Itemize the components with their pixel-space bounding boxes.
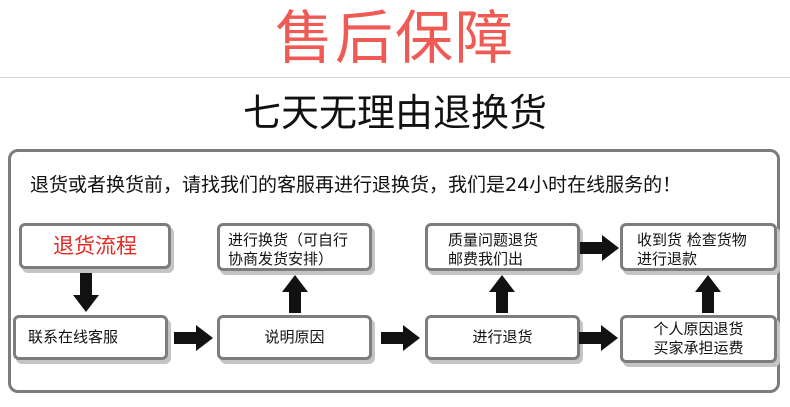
node-exchange: 进行换货（可自行 协商发货安排） <box>217 223 372 271</box>
intro-text: 退货或者换货前，请找我们的客服再进行退换货，我们是24小时在线服务的！ <box>30 174 682 196</box>
arrow-down-icon <box>73 273 99 313</box>
arrow-right-icon <box>579 325 619 351</box>
page-subtitle: 七天无理由退换货 <box>242 91 547 135</box>
node-personal-reason-line-2: 买家承担运费 <box>653 339 744 357</box>
page-title: 售后保障 <box>274 4 515 72</box>
node-return-goods-line-1: 进行退货 <box>472 328 533 346</box>
node-exchange-line-1: 进行换货（可自行 <box>228 231 349 249</box>
node-contact-service: 联系在线客服 <box>13 315 168 360</box>
node-receive-refund-line-2: 进行退款 <box>637 250 698 268</box>
node-receive-refund: 收到货 检查货物 进行退款 <box>620 223 777 271</box>
node-quality-issue: 质量问题退货 邮费我们出 <box>425 223 580 271</box>
title-divider <box>0 77 790 78</box>
arrow-right-icon <box>174 325 214 351</box>
node-quality-issue-line-2: 邮费我们出 <box>448 250 524 268</box>
arrow-up-icon <box>695 275 721 313</box>
node-contact-service-line-1: 联系在线客服 <box>28 328 119 346</box>
arrow-up-icon <box>489 275 515 313</box>
node-explain-reason: 说明原因 <box>217 315 372 360</box>
node-return-process: 退货流程 <box>19 223 171 269</box>
node-personal-reason-line-1: 个人原因退货 <box>653 320 744 338</box>
arrow-right-icon <box>580 235 620 261</box>
node-explain-reason-line-1: 说明原因 <box>264 328 325 346</box>
node-quality-issue-line-1: 质量问题退货 <box>448 231 539 249</box>
node-personal-reason: 个人原因退货 买家承担运费 <box>620 315 777 363</box>
node-receive-refund-line-1: 收到货 检查货物 <box>637 231 747 249</box>
node-exchange-line-2: 协商发货安排） <box>228 250 334 268</box>
arrow-right-icon <box>381 325 421 351</box>
arrow-up-icon <box>282 275 308 313</box>
node-return-process-line-1: 退货流程 <box>53 233 137 258</box>
node-return-goods: 进行退货 <box>425 315 580 360</box>
